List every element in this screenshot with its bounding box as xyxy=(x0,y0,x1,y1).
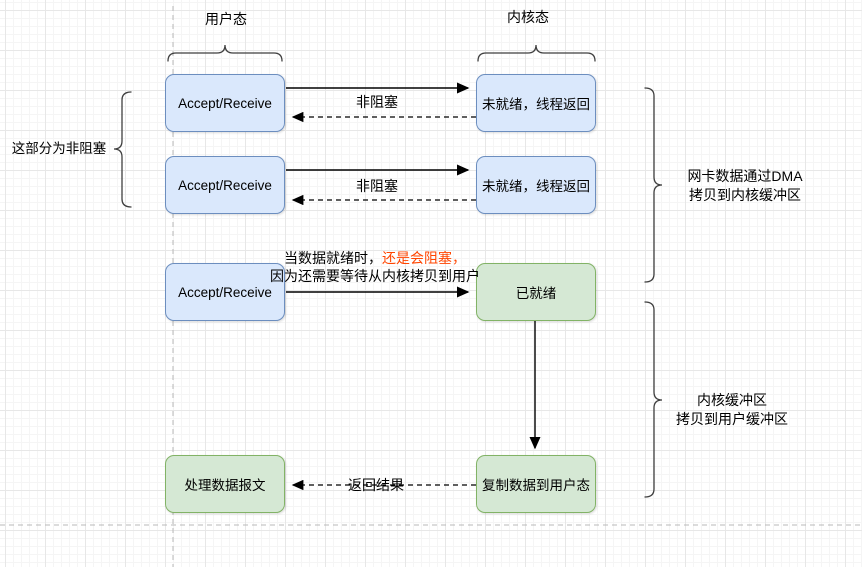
kernel-mode-brace xyxy=(477,44,596,62)
blocking-note: 当数据就绪时，还是会阻塞， 因为还需要等待从内核拷贝到用户 xyxy=(270,249,480,285)
dma-copy-brace xyxy=(644,87,663,283)
blocking-note-line2: 因为还需要等待从内核拷贝到用户 xyxy=(270,268,480,284)
blocking-note-line1-black: 当数据就绪时， xyxy=(284,250,382,266)
box-accept-receive-3[interactable]: Accept/Receive xyxy=(165,263,285,321)
box-not-ready-2[interactable]: 未就绪，线程返回 xyxy=(476,156,596,214)
user-mode-label: 用户态 xyxy=(205,11,247,27)
user-mode-brace xyxy=(167,44,283,62)
dma-copy-label: 网卡数据通过DMA 拷贝到内核缓冲区 xyxy=(687,167,802,205)
blocking-note-line1: 当数据就绪时，还是会阻塞， xyxy=(270,249,480,267)
box-ready[interactable]: 已就绪 xyxy=(476,263,596,321)
box-accept-receive-1[interactable]: Accept/Receive xyxy=(165,74,285,132)
dma-copy-label-line2: 拷贝到内核缓冲区 xyxy=(689,187,801,203)
left-brace-label: 这部分为非阻塞 xyxy=(11,141,107,156)
box-copy-to-user[interactable]: 复制数据到用户态 xyxy=(476,455,596,513)
non-blocking-label-1: 非阻塞 xyxy=(356,94,398,110)
blocking-note-line1-red: 还是会阻塞， xyxy=(382,250,466,266)
box-process-packet[interactable]: 处理数据报文 xyxy=(165,455,285,513)
box-accept-receive-2[interactable]: Accept/Receive xyxy=(165,156,285,214)
dma-copy-label-line1: 网卡数据通过DMA xyxy=(687,168,803,184)
box-not-ready-1[interactable]: 未就绪，线程返回 xyxy=(476,74,596,132)
left-nonblocking-brace xyxy=(113,91,132,208)
kernel-to-user-label: 内核缓冲区 拷贝到用户缓冲区 xyxy=(676,391,788,429)
kernel-to-user-label-line1: 内核缓冲区 xyxy=(697,392,767,408)
return-result-label: 返回结果 xyxy=(348,477,404,493)
kernel-mode-label: 内核态 xyxy=(507,9,549,25)
non-blocking-label-2: 非阻塞 xyxy=(356,178,398,194)
kernel-to-user-brace xyxy=(644,301,663,498)
kernel-to-user-label-line2: 拷贝到用户缓冲区 xyxy=(676,411,788,427)
